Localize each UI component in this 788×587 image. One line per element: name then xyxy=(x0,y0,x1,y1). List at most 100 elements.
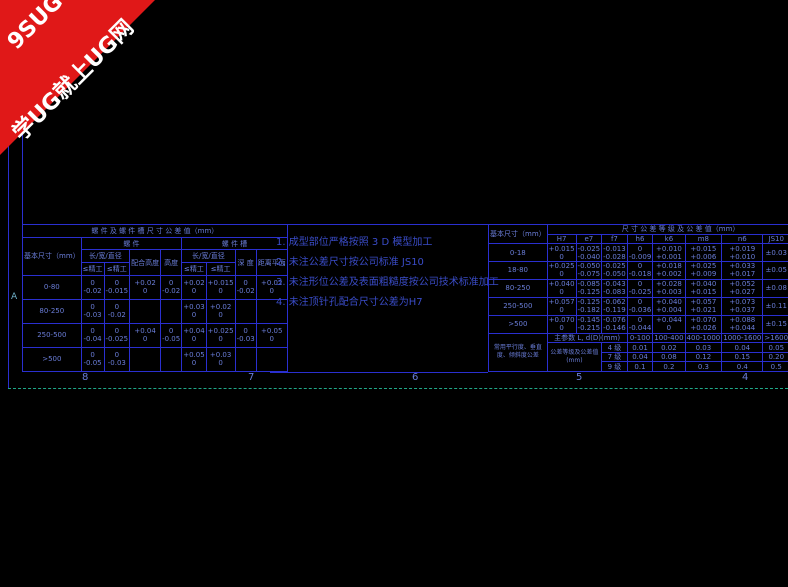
grade-value: 0.04 xyxy=(721,342,764,353)
table-cell: +0.070 0 xyxy=(546,314,577,334)
grade-value: 0.5 xyxy=(762,361,788,372)
table-cell: 0 -0.05 xyxy=(80,346,105,373)
row-size: 0-18 xyxy=(488,243,548,262)
grade-value: 0.01 xyxy=(626,342,654,353)
table-cell: -0.050 -0.075 xyxy=(575,261,603,280)
row-size: 80-250 xyxy=(488,278,548,298)
table-cell: +0.088 +0.044 xyxy=(721,314,764,334)
grade-value: 0.02 xyxy=(652,342,686,353)
table-cell: +0.04 0 xyxy=(129,322,162,348)
left-sub-h2: 高度 xyxy=(160,249,183,276)
table-cell: +0.02 0 xyxy=(129,274,162,300)
left-basic-size-header: 基本尺寸（mm） xyxy=(22,236,82,276)
table-cell xyxy=(234,346,257,373)
ug-watermark-banner: 9SUG 学UG就上UG网 xyxy=(0,0,170,170)
table-cell: ±0.03 xyxy=(762,243,788,262)
grade-name: 9 级 xyxy=(601,361,628,372)
range-header: 0-100 xyxy=(626,332,654,344)
zone-6: 6 xyxy=(412,372,419,383)
zone-5: 5 xyxy=(576,372,583,383)
left-col-hole: 螺 件 xyxy=(80,236,183,251)
table-cell: 0 -0.04 xyxy=(80,322,105,348)
table-cell: 80-250 xyxy=(22,298,82,324)
table-row: 250-500+0.057 0-0.125 -0.182-0.062 -0.11… xyxy=(488,296,788,316)
table-cell: +0.019 +0.010 xyxy=(721,243,764,262)
zone-number-strip: 8 7 6 5 4 xyxy=(22,372,788,386)
table-cell: +0.02 0 xyxy=(255,274,288,300)
table-cell: +0.040 0 xyxy=(546,278,577,298)
left-grade3: ≤精工 xyxy=(181,262,207,276)
table-cell: 0 -0.015 xyxy=(103,274,131,300)
grade-value: 0.12 xyxy=(684,351,723,363)
table-cell: 0 -0.05 xyxy=(160,322,183,348)
table-cell: +0.05 0 xyxy=(181,346,207,373)
table-cell: +0.057 +0.021 xyxy=(684,296,723,316)
table-cell: ±0.08 xyxy=(762,278,788,298)
zone-8: 8 xyxy=(82,372,89,383)
note-4: 4. 未注顶针孔配合尺寸公差为H7 xyxy=(276,297,423,308)
grade-value: 0.08 xyxy=(652,351,686,363)
fastener-tolerance-table: 螺 件 及 螺 件 槽 尺 寸 公 差 值（mm） 基本尺寸（mm） 螺 件 螺… xyxy=(22,224,288,373)
table-cell: +0.015 +0.006 xyxy=(684,243,723,262)
flatness-label: 常用平行度、垂直度、倾斜度公差 xyxy=(488,332,548,373)
left-table-title: 螺 件 及 螺 件 槽 尺 寸 公 差 值（mm） xyxy=(22,224,288,238)
column-header: h6 xyxy=(626,233,654,245)
table-cell: +0.010 +0.001 xyxy=(652,243,686,262)
table-cell: 0 -0.018 xyxy=(626,261,654,280)
table-cell xyxy=(234,298,257,324)
table-cell: 0 -0.02 xyxy=(80,274,105,300)
grade-label: 公差等级及公差值(mm) xyxy=(546,342,603,372)
table-cell: +0.040 +0.004 xyxy=(652,296,686,316)
table-cell: +0.03 0 xyxy=(181,298,207,324)
grade-value: 0.1 xyxy=(626,361,654,372)
table-cell: ±0.05 xyxy=(762,261,788,280)
technical-notes: 1. 成型部位严格按照 3 D 模型加工 2. 未注公差尺寸按公司标准 JS10… xyxy=(276,233,499,313)
sheet-boundary-dashed xyxy=(8,388,788,389)
table-cell: -0.145 -0.215 xyxy=(575,314,603,334)
table-cell xyxy=(255,346,288,373)
range-header: >1600 xyxy=(762,332,788,344)
table-cell: 0 -0.03 xyxy=(103,346,131,373)
zone-letter-a: A xyxy=(11,292,18,302)
grade-value: 0.03 xyxy=(684,342,723,353)
table-cell: +0.02 0 xyxy=(181,274,207,300)
notes-bottom-line xyxy=(270,372,488,373)
right-table-title: 尺 寸 公 差 等 级 及 公 差 值（mm） xyxy=(546,224,788,235)
table-cell: -0.125 -0.182 xyxy=(575,296,603,316)
column-header: e7 xyxy=(575,233,603,245)
table-cell: +0.05 0 xyxy=(255,322,288,348)
range-header: 1000-1600 xyxy=(721,332,764,344)
column-header: k6 xyxy=(652,233,686,245)
table-cell: 0 -0.036 xyxy=(626,296,654,316)
grade-value: 0.3 xyxy=(684,361,723,372)
table-cell: ±0.15 xyxy=(762,314,788,334)
left-sub-fit: 配合高度 xyxy=(129,249,162,276)
grade-value: 0.04 xyxy=(626,351,654,363)
table-cell: +0.044 0 xyxy=(652,314,686,334)
table-cell: -0.043 -0.083 xyxy=(601,278,628,298)
table-cell: +0.052 +0.027 xyxy=(721,278,764,298)
table-cell: -0.013 -0.028 xyxy=(601,243,628,262)
table-cell xyxy=(255,298,288,324)
left-sub-len: 长/宽/直径 xyxy=(80,249,131,264)
row-size: 18-80 xyxy=(488,261,548,280)
table-cell: 250-500 xyxy=(22,322,82,348)
table-cell: +0.057 0 xyxy=(546,296,577,316)
left-sub-depth: 深 度 xyxy=(234,249,257,276)
table-cell: +0.015 0 xyxy=(546,243,577,262)
column-header: f7 xyxy=(601,233,628,245)
table-cell xyxy=(129,346,162,373)
table-cell: +0.040 +0.015 xyxy=(684,278,723,298)
range-header: 400-1000 xyxy=(684,332,723,344)
table-cell: -0.025 -0.050 xyxy=(601,261,628,280)
grade-value: 0.05 xyxy=(762,342,788,353)
border-left-outer xyxy=(8,140,9,388)
table-row: 80-250+0.040 0-0.085 -0.125-0.043 -0.083… xyxy=(488,278,788,298)
table-cell xyxy=(160,346,183,373)
